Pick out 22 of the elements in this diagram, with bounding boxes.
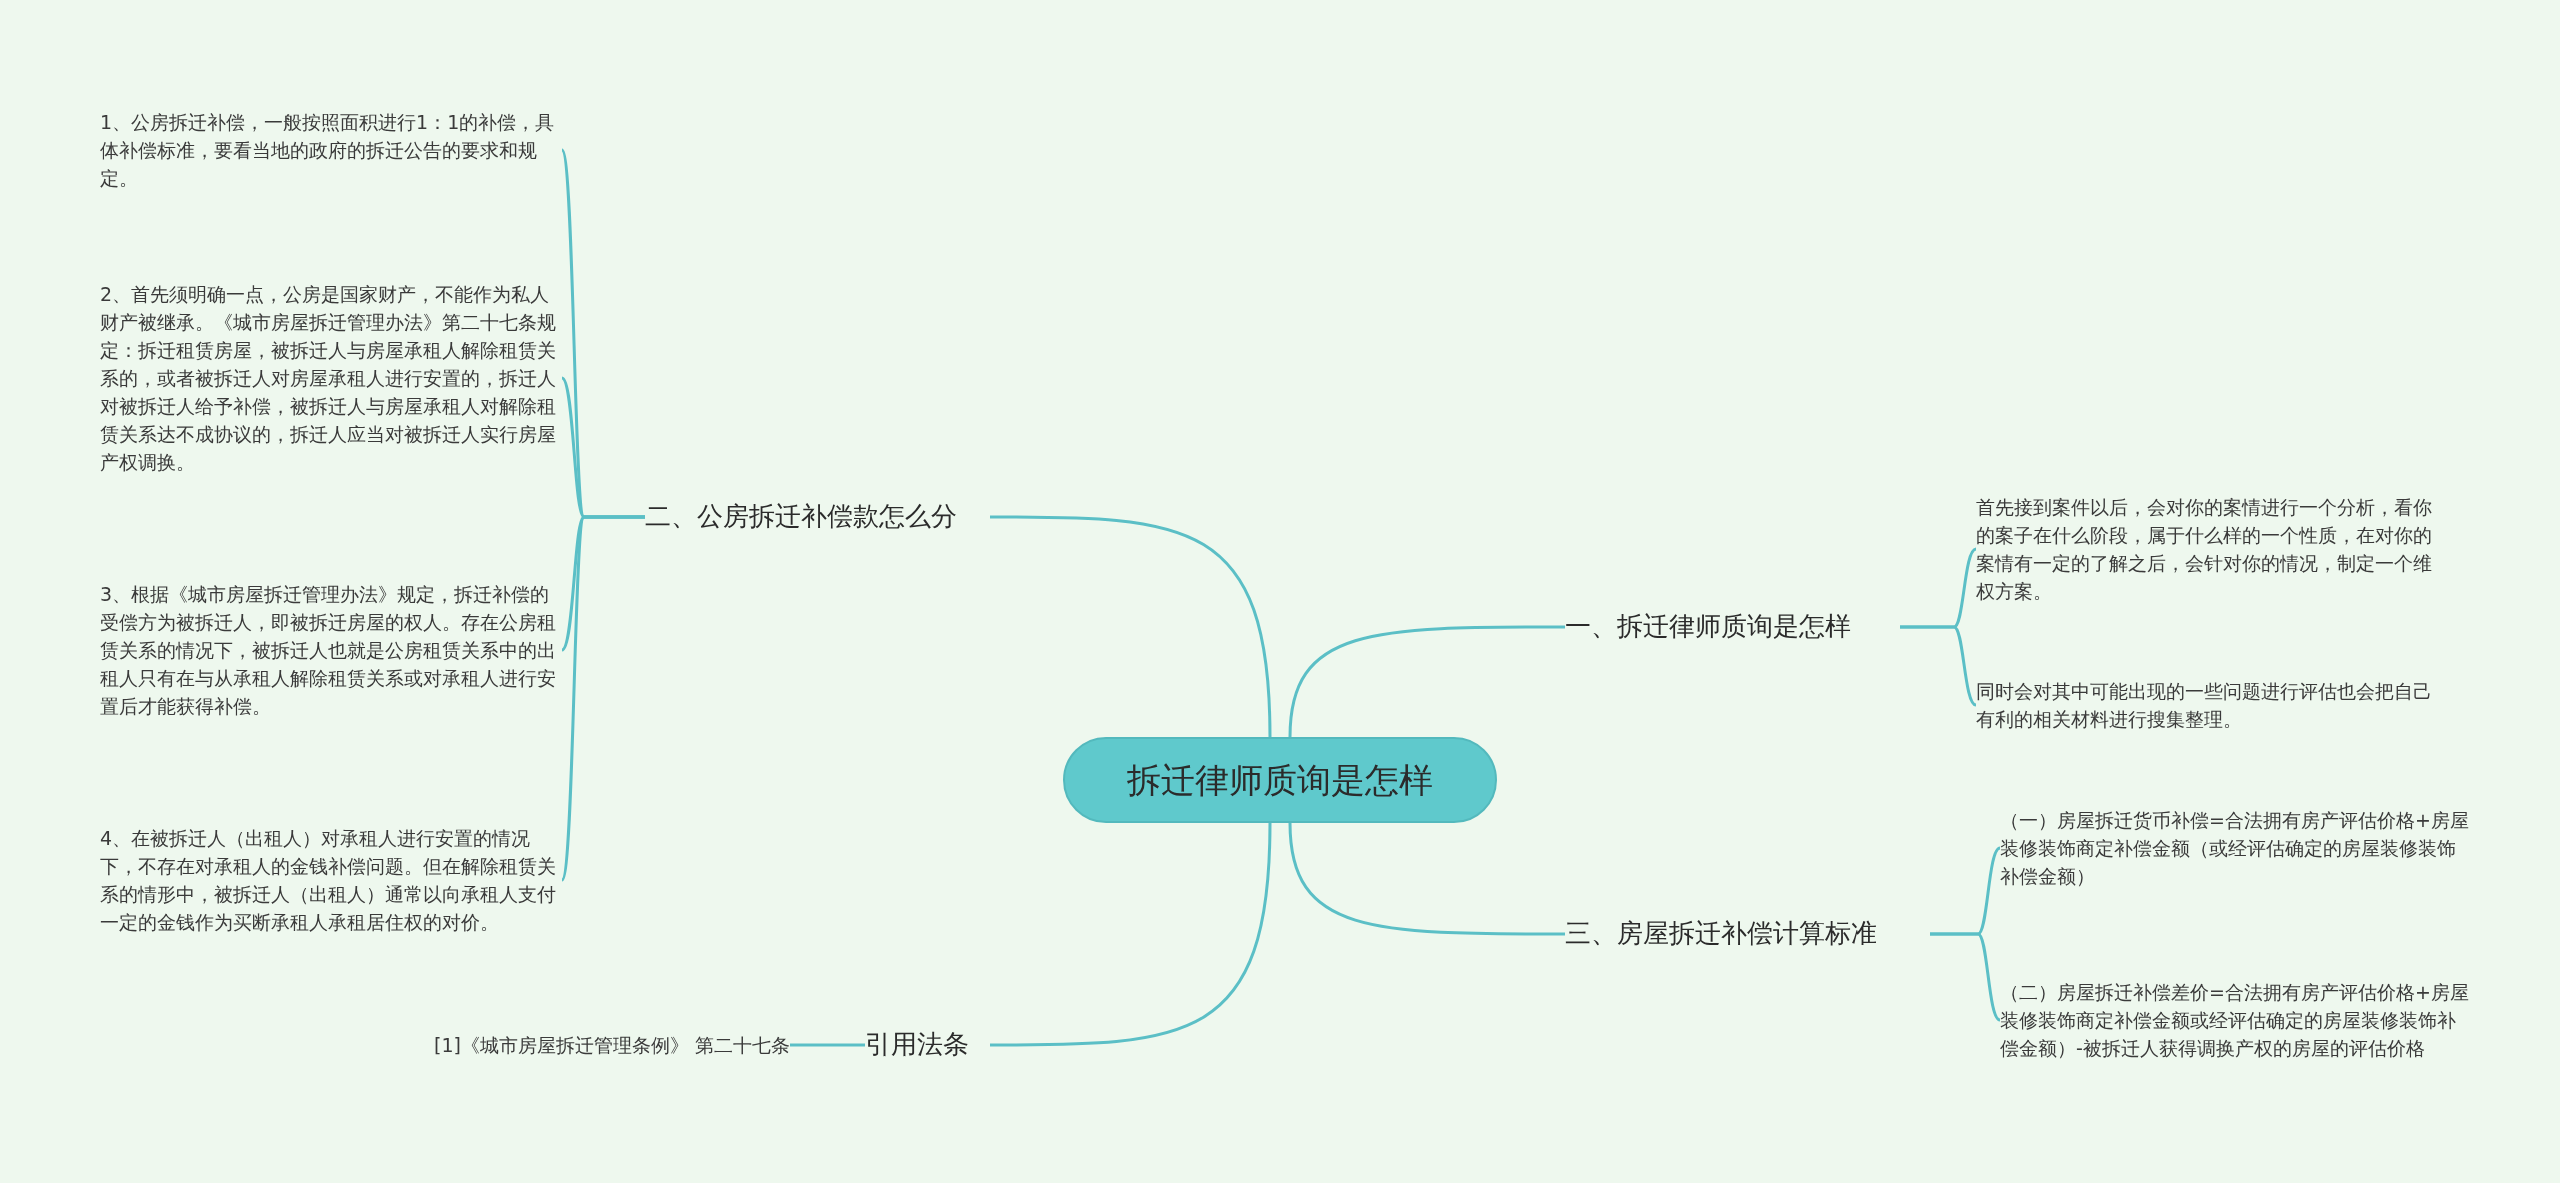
detail-text: 首先接到案件以后，会对你的案情进行一个分析，看你的案子在什么阶段，属于什么样的一个性质，在对你的案情有一定的了解之后，会针对你的情况，制定一个维权方案。 — [1976, 495, 2433, 604]
branch-topic: 一、拆迁律师质询是怎样 — [1565, 611, 1851, 643]
connector-line — [790, 1043, 865, 1047]
connector-line — [1930, 932, 2001, 1022]
detail-text: [1]《城市房屋拆迁管理条例》 第二十七条 — [434, 1033, 790, 1058]
detail-text: 1、公房拆迁补偿，一般按照面积进行1：1的补偿，具体补偿标准，要看当地的政府的拆迁公告的要求和规定。 — [100, 110, 556, 191]
connector-line — [1288, 822, 1565, 936]
detail-text: （二）房屋拆迁补偿差价=合法拥有房产评估价格+房屋装修装饰商定补偿金额或经评估确定的房屋装修装饰补偿金额）-被拆迁人获得调换产权的房屋的评估价格 — [2000, 980, 2470, 1061]
detail-text: 2、首先须明确一点，公房是国家财产，不能作为私人财产被继承。《城市房屋拆迁管理办法》第二十七条规定：拆迁租赁房屋，被拆迁人与房屋承租人解除租赁关系的，或者被拆迁人对房屋承租人进行安置的，拆迁人对被拆迁人给予补偿，被拆迁人与房屋承租人对解除租赁关系达不成协议的，拆迁人应当对被拆迁人实行房屋产权调换。 — [100, 282, 557, 475]
connector-line — [990, 515, 1272, 738]
branch-topic: 引用法条 — [865, 1029, 969, 1061]
connector-line — [1288, 625, 1565, 738]
branch-topic: 三、房屋拆迁补偿计算标准 — [1565, 918, 1877, 950]
connector-line — [1900, 625, 1977, 707]
detail-text: （一）房屋拆迁货币补偿=合法拥有房产评估价格+房屋装修装饰商定补偿金额（或经评估确定的房屋装修装饰补偿金额） — [2000, 808, 2470, 889]
connector-line — [560, 515, 645, 881]
detail-text: 同时会对其中可能出现的一些问题进行评估也会把自己有利的相关材料进行搜集整理。 — [1976, 679, 2433, 732]
branch-topic: 二、公房拆迁补偿款怎么分 — [645, 501, 957, 533]
detail-text: 4、在被拆迁人（出租人）对承租人进行安置的情况下，不存在对承租人的金钱补偿问题。但在解除租赁关系的情形中，被拆迁人（出租人）通常以向承租人支付一定的金钱作为买断承租人承租居住权的对价。 — [100, 826, 557, 935]
central-topic-text: 拆迁律师质询是怎样 — [1127, 759, 1433, 801]
detail-text: 3、根据《城市房屋拆迁管理办法》规定，拆迁补偿的受偿方为被拆迁人，即被拆迁房屋的权人。存在公房租赁关系的情况下，被拆迁人也就是公房租赁关系中的出租人只有在与从承租人解除租赁关系或对承租人进行安置后才能获得补偿。 — [100, 582, 557, 719]
connector-line — [990, 822, 1272, 1047]
